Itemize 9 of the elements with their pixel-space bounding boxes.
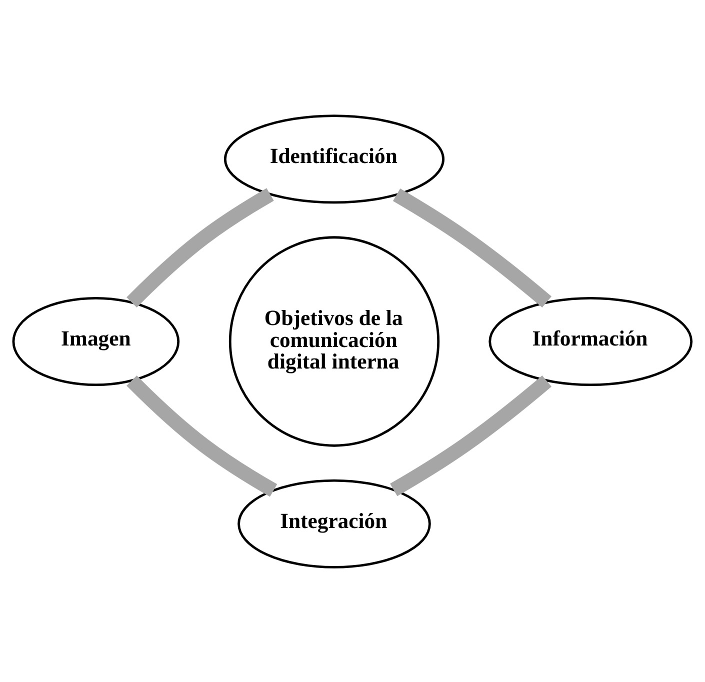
node-ellipse: Imagen	[12, 296, 180, 386]
connector	[390, 375, 552, 496]
connector	[392, 188, 552, 307]
connector	[126, 375, 278, 496]
node-circle: Objetivos de la comunicación digital interna	[228, 236, 440, 446]
node-ellipse: Integración	[238, 478, 431, 568]
node-ellipse: Identificación	[224, 114, 445, 204]
connector	[126, 188, 274, 307]
node-ellipse: Información	[488, 296, 693, 386]
